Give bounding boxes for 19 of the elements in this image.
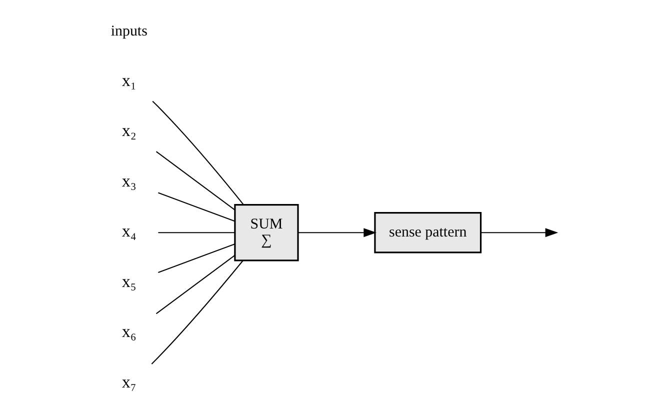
node-text: x₂ xyxy=(121,121,136,140)
connector xyxy=(150,260,243,364)
node-text: x₅ xyxy=(121,272,136,291)
connector xyxy=(155,151,234,210)
connector xyxy=(158,244,234,273)
arrow xyxy=(480,228,558,238)
node-box: SUM ∑ xyxy=(234,204,298,262)
label: inputs xyxy=(110,24,147,40)
connector xyxy=(155,255,234,314)
node-text: x₄ xyxy=(121,222,136,241)
node-box: sense pattern xyxy=(374,212,482,254)
node-text: x₃ xyxy=(121,171,136,190)
connector xyxy=(152,100,244,205)
connector xyxy=(158,232,234,234)
node-text: x₇ xyxy=(121,372,136,392)
connector xyxy=(158,192,234,222)
arrow xyxy=(298,228,376,238)
node-text: x₆ xyxy=(121,322,136,342)
node-text: x₁ xyxy=(121,70,136,90)
